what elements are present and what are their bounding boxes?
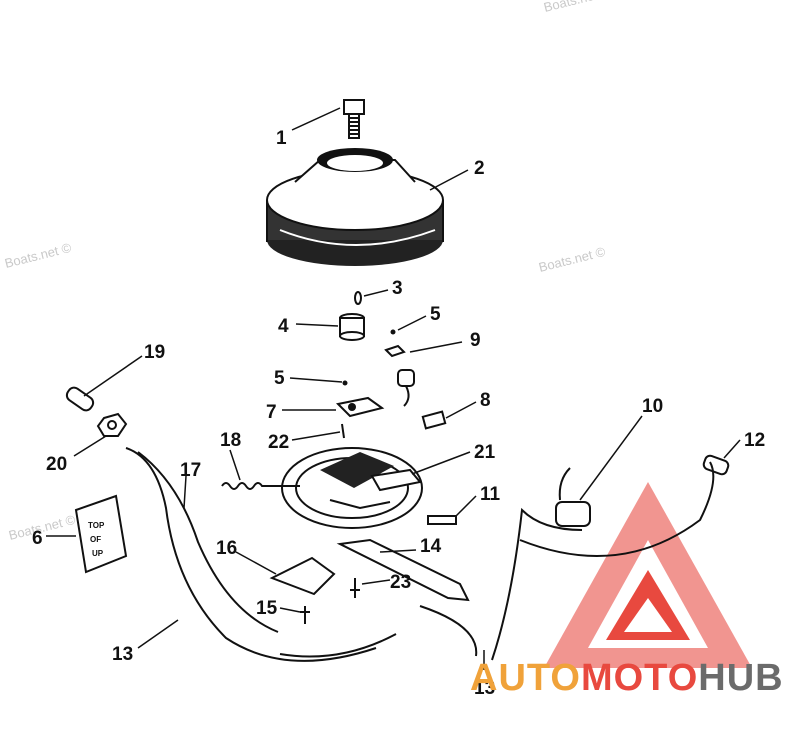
leader-lines — [46, 107, 741, 670]
callout-label: 11 — [480, 484, 501, 505]
flywheel-part — [266, 148, 444, 266]
callout-label: 13 — [474, 678, 495, 699]
screw-part — [300, 606, 310, 624]
callout-label: 2 — [474, 158, 485, 179]
callout-label: 5 — [430, 304, 441, 325]
bolt-part — [343, 99, 365, 139]
callout-label: 22 — [268, 432, 289, 453]
callout-label: 17 — [180, 460, 201, 481]
brand-text-part1: AUTO — [470, 657, 581, 699]
spacer-part — [427, 515, 457, 525]
wire — [279, 633, 397, 658]
callout-label: 16 — [216, 538, 237, 559]
sleeve-part — [339, 313, 365, 341]
callout-label: 19 — [144, 342, 165, 363]
chip-label: OF — [90, 535, 101, 544]
callout-label: 3 — [392, 278, 403, 299]
callout-label: 18 — [220, 430, 241, 451]
chip-label: UP — [92, 549, 104, 558]
callout-label: 8 — [480, 390, 491, 411]
bracket-arm-part — [336, 538, 470, 602]
watermark: Boats.net © — [542, 0, 612, 15]
brand-logo-icon — [544, 482, 752, 668]
stator-plate-part — [281, 447, 423, 529]
screw-part — [342, 380, 348, 386]
screw-part — [390, 329, 396, 335]
wire — [419, 605, 478, 657]
bracket-part — [335, 396, 385, 418]
ignition-module-part: TOP OF UP — [74, 494, 128, 574]
spark-boot-part — [702, 454, 730, 476]
connector-part — [384, 344, 415, 407]
callout-label: 7 — [266, 402, 277, 423]
pad-part — [421, 410, 447, 430]
cover-plate-part — [269, 556, 336, 596]
callout-label: 4 — [278, 316, 289, 337]
callout-label: 5 — [274, 368, 285, 389]
chip-label: TOP — [88, 521, 105, 530]
callout-label: 14 — [420, 536, 442, 557]
wire — [491, 507, 583, 661]
nut-part — [96, 412, 128, 437]
callout-label: 13 — [112, 644, 133, 665]
callout-label: 6 — [32, 528, 43, 549]
brand-text: AUTOMOTOHUB — [470, 657, 784, 699]
wire — [125, 447, 377, 662]
callout-label: 12 — [744, 430, 765, 451]
wire — [519, 461, 715, 557]
callout-label: 23 — [390, 572, 411, 593]
coil-part — [555, 467, 591, 527]
pin-part — [341, 423, 345, 439]
brand-text-part3: HUB — [698, 657, 783, 699]
watermark: Boats.net © — [537, 244, 607, 275]
brand-text-part2: MOTO — [581, 657, 698, 699]
wire — [137, 451, 279, 633]
spring-part — [221, 482, 300, 490]
callout-label: 1 — [276, 128, 287, 149]
callout-label: 15 — [256, 598, 278, 619]
callout-label: 9 — [470, 330, 481, 351]
callout-label: 21 — [474, 442, 496, 463]
plug-part — [65, 386, 95, 412]
callout-label: 10 — [642, 396, 663, 417]
watermark: Boats.net © — [3, 240, 73, 271]
screw-part — [350, 578, 360, 598]
callout-label: 20 — [46, 454, 67, 475]
washer-part — [354, 291, 362, 305]
